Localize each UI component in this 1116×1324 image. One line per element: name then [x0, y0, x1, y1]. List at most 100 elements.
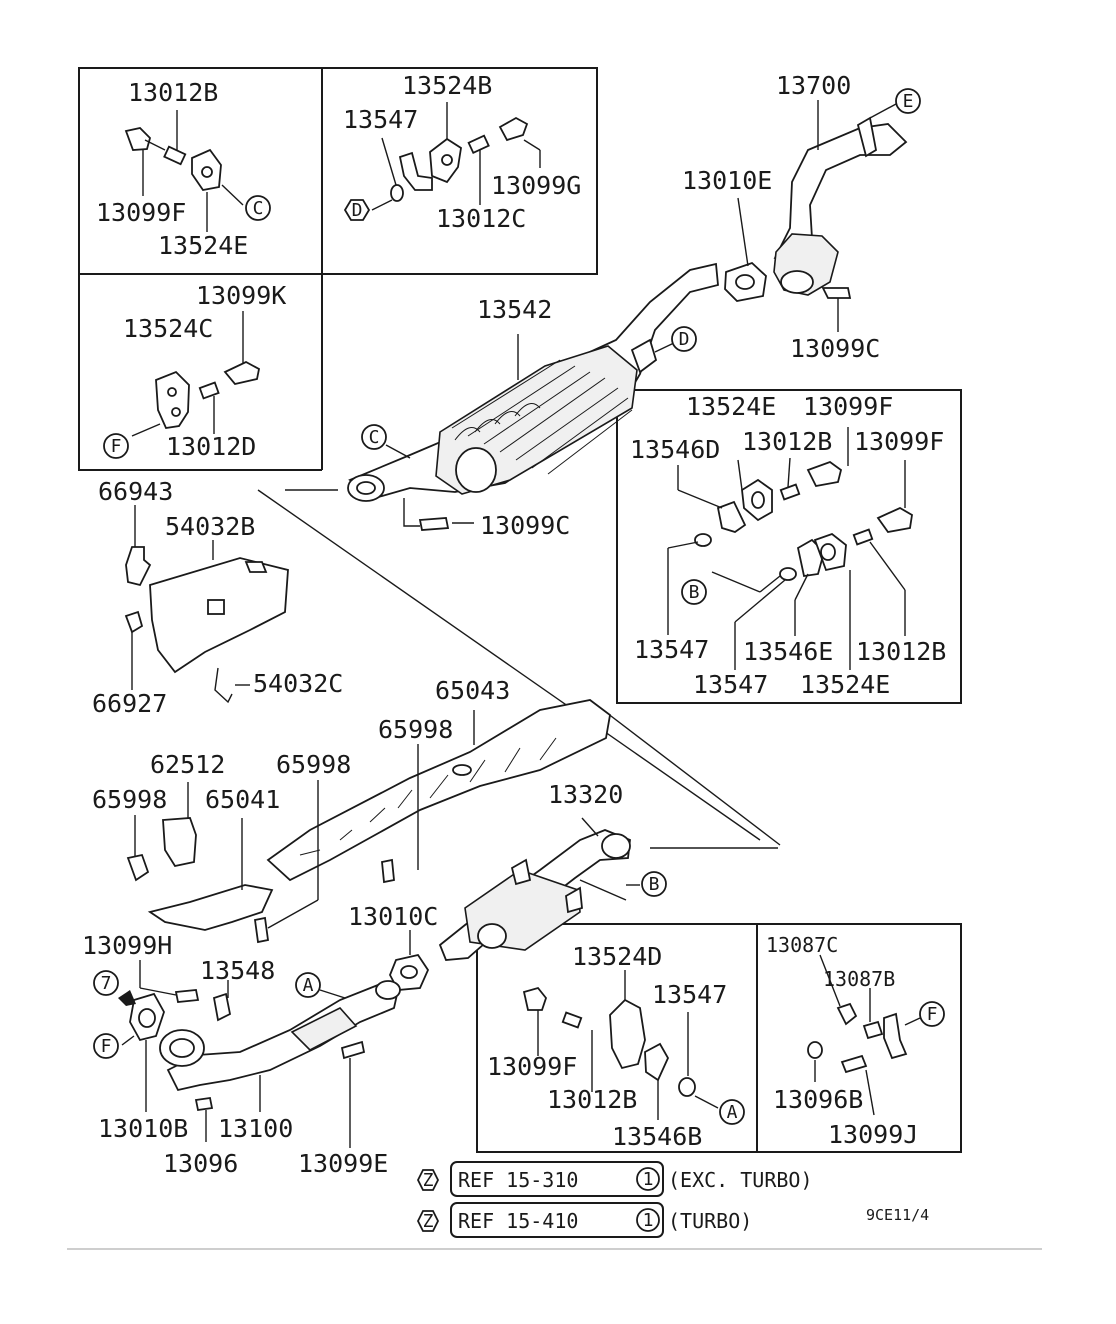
svg-text:A: A — [727, 1102, 738, 1123]
reference-notes: Z REF 15-310 1 (EXC. TURBO) Z REF 15-410… — [416, 1161, 929, 1238]
hanger-13524D-drawing — [522, 970, 719, 1120]
hanger-13524E-right-drawing — [667, 427, 913, 670]
callout-b-center-pipe: B — [641, 871, 667, 897]
label-13099C-muffler: 13099C — [480, 511, 570, 540]
callout-f-middle-left: F — [103, 433, 129, 459]
label-65041: 65041 — [205, 785, 280, 814]
gasket-13010C-drawing — [389, 953, 430, 991]
label-13524B: 13524B — [402, 71, 492, 100]
front-pipe-13700-drawing — [773, 100, 908, 332]
label-13547-bottom: 13547 — [652, 980, 727, 1009]
callout-a-bottom-inset: A — [719, 1099, 745, 1125]
label-13099F-right-2: 13099F — [854, 427, 944, 456]
callout-circles: C D E D C F B B — [93, 88, 945, 1125]
label-13546B: 13546B — [612, 1122, 702, 1151]
label-13010E: 13010E — [682, 166, 772, 195]
label-13012D: 13012D — [166, 432, 256, 461]
inset-frames — [67, 67, 1042, 1250]
part-number-labels: 13012B 13099F 13524E 13524B 13547 13099G… — [82, 71, 946, 1178]
label-13010C: 13010C — [348, 902, 438, 931]
label-13547-right: 13547 — [634, 635, 709, 664]
callout-c-top-left: C — [245, 195, 271, 221]
label-13012B-right-2: 13012B — [856, 637, 946, 666]
heat-shield-54032B-drawing — [124, 505, 289, 704]
bracket-13087-drawing — [807, 954, 921, 1116]
label-13524E-top: 13524E — [158, 231, 248, 260]
label-13012C: 13012C — [436, 204, 526, 233]
label-13099H: 13099H — [82, 931, 172, 960]
ref-note-exc-turbo: (EXC. TURBO) — [668, 1168, 813, 1192]
label-13099C-top: 13099C — [790, 334, 880, 363]
label-13099F-top: 13099F — [96, 198, 186, 227]
label-13099E: 13099E — [298, 1149, 388, 1178]
svg-text:F: F — [101, 1036, 112, 1057]
label-13099J: 13099J — [828, 1120, 918, 1149]
callout-a-front-pipe: A — [295, 972, 321, 998]
svg-text:Z: Z — [423, 1170, 434, 1191]
label-65998-top: 65998 — [378, 715, 453, 744]
label-13099K: 13099K — [196, 281, 286, 310]
callout-f-front-pipe: F — [93, 1033, 119, 1059]
label-13320: 13320 — [548, 780, 623, 809]
label-13100: 13100 — [218, 1114, 293, 1143]
front-pipe-13100-drawing — [118, 960, 401, 1148]
svg-text:1: 1 — [643, 1210, 654, 1231]
svg-text:B: B — [649, 874, 660, 895]
reference-row-1: Z REF 15-310 1 (EXC. TURBO) — [416, 1161, 813, 1197]
label-66927: 66927 — [92, 689, 167, 718]
center-pipe-13320-drawing — [409, 817, 640, 961]
ref-15-410: REF 15-410 — [458, 1209, 578, 1233]
label-13524D: 13524D — [572, 942, 662, 971]
svg-text:F: F — [111, 436, 122, 457]
callout-c-muffler: C — [361, 424, 387, 450]
callout-d-top-middle: D — [343, 199, 371, 221]
label-13524E-right-2: 13524E — [800, 670, 890, 699]
label-62512: 62512 — [150, 750, 225, 779]
label-13012B-right: 13012B — [742, 427, 832, 456]
label-13700: 13700 — [776, 71, 851, 100]
label-13524E-right: 13524E — [686, 392, 776, 421]
label-13012B-bottom: 13012B — [547, 1085, 637, 1114]
svg-text:7: 7 — [101, 973, 112, 994]
svg-text:B: B — [689, 582, 700, 603]
label-13012B-top: 13012B — [128, 78, 218, 107]
main-muffler-13542-drawing — [347, 262, 719, 531]
callout-d-muffler: D — [671, 326, 697, 352]
label-13547-right-2: 13547 — [693, 670, 768, 699]
label-65043: 65043 — [435, 676, 510, 705]
label-54032B: 54032B — [165, 512, 255, 541]
label-13096B: 13096B — [773, 1085, 863, 1114]
label-13096: 13096 — [163, 1149, 238, 1178]
part-drawings — [118, 100, 921, 1148]
label-13546E: 13546E — [743, 637, 833, 666]
hanger-13524C-drawing — [131, 311, 261, 437]
bottom-right-inset-frame — [476, 923, 962, 1153]
callout-b-right-inset: B — [681, 579, 707, 605]
svg-text:D: D — [679, 329, 690, 350]
diagram-code: 9CE11/4 — [866, 1206, 929, 1224]
callout-e-top-right: E — [895, 88, 921, 114]
hanger-13524B-drawing — [371, 102, 541, 211]
svg-text:C: C — [253, 198, 264, 219]
gasket-13010E-drawing — [724, 197, 767, 302]
svg-text:1: 1 — [643, 1169, 654, 1190]
label-13548: 13548 — [200, 956, 275, 985]
label-13087B: 13087B — [823, 967, 895, 991]
ref-note-turbo: (TURBO) — [668, 1209, 752, 1233]
label-13542: 13542 — [477, 295, 552, 324]
label-13099G: 13099G — [491, 171, 581, 200]
right-inset-frame — [616, 389, 962, 704]
svg-text:D: D — [352, 200, 363, 221]
label-54032C: 54032C — [253, 669, 343, 698]
svg-text:F: F — [927, 1004, 938, 1025]
label-13524C: 13524C — [123, 314, 213, 343]
svg-text:E: E — [903, 91, 914, 112]
callout-f-bottom-inset: F — [919, 1001, 945, 1027]
guide-lines — [257, 489, 781, 849]
svg-text:C: C — [369, 427, 380, 448]
callout-7-front-pipe: 7 — [93, 970, 119, 996]
heat-protector-65043-drawing — [266, 699, 611, 884]
label-13546D: 13546D — [630, 435, 720, 464]
label-65998-left: 65998 — [92, 785, 167, 814]
